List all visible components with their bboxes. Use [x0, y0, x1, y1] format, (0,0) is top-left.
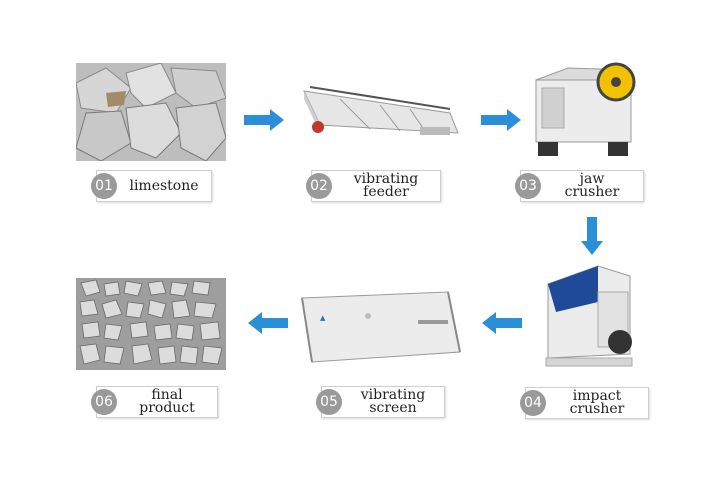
step-label-vibrating-feeder: 02 vibrating feeder: [306, 170, 441, 202]
step-number: 04: [520, 390, 546, 416]
step-label-vibrating-screen: 05 vibrating screen: [316, 386, 445, 418]
step-label-final-product: 06 final product: [91, 386, 218, 418]
impact-crusher-image: [538, 262, 638, 370]
vibrating-screen-image: ▲: [298, 290, 468, 365]
step-label-impact-crusher: 04 impact crusher: [520, 387, 649, 419]
blue-arrow-icon: [482, 312, 522, 334]
jaw-crusher-image: [528, 50, 643, 165]
step-name: final product: [139, 387, 195, 416]
step-number: 03: [515, 173, 541, 199]
svg-text:▲: ▲: [320, 314, 326, 322]
blue-arrow-icon: [248, 312, 288, 334]
step-number: 01: [91, 173, 117, 199]
step-number: 05: [316, 389, 342, 415]
step-name: jaw crusher: [564, 171, 620, 200]
blue-arrow-icon: [581, 217, 603, 255]
blue-arrow-icon: [481, 109, 521, 131]
step-name: vibrating screen: [360, 387, 426, 416]
limestone-image: [76, 63, 226, 161]
step-label-limestone: 01 limestone: [91, 170, 212, 202]
blue-arrow-icon: [244, 109, 284, 131]
vibrating-feeder-image: [300, 85, 460, 145]
step-number: 06: [91, 389, 117, 415]
step-name: limestone: [129, 177, 199, 194]
step-number: 02: [306, 173, 332, 199]
step-name: vibrating feeder: [353, 171, 419, 200]
final-product-image: [76, 278, 226, 370]
step-name: impact crusher: [569, 388, 625, 417]
step-label-jaw-crusher: 03 jaw crusher: [515, 170, 644, 202]
